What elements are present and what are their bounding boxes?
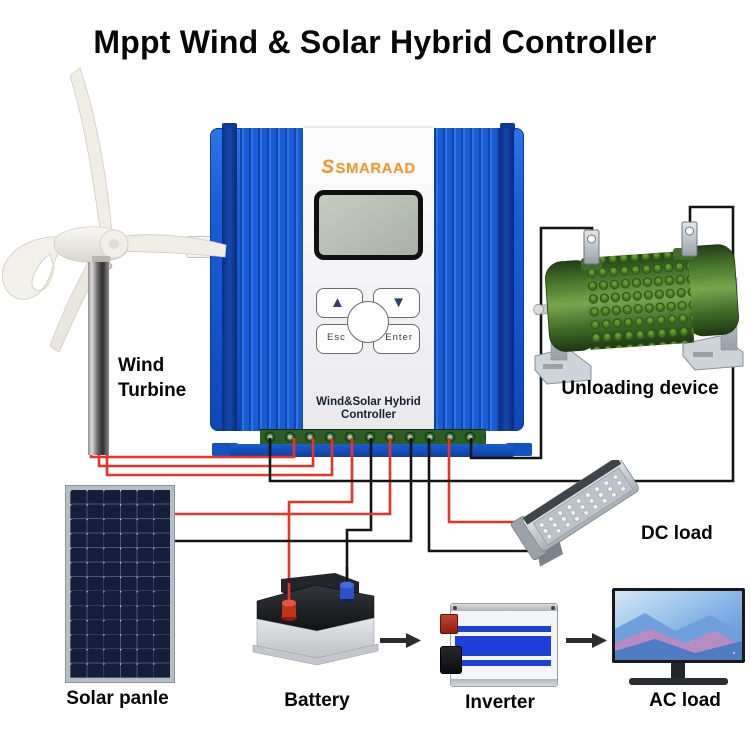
resistor-shaft-tip bbox=[533, 304, 544, 315]
controller-heatsink-ribs bbox=[434, 128, 499, 431]
monitor-screen bbox=[612, 588, 745, 663]
battery-negative-cap bbox=[340, 581, 354, 589]
street-light-illustration bbox=[510, 460, 639, 567]
battery-positive-cap bbox=[282, 599, 296, 607]
inverter-negative-terminal bbox=[440, 646, 462, 674]
ac-load-label: AC load bbox=[649, 690, 721, 711]
unloading-device-label: Unloading device bbox=[561, 378, 719, 399]
street-light-bracket bbox=[538, 541, 563, 567]
inverter-screw bbox=[551, 606, 555, 610]
wire-solar-negative bbox=[165, 438, 413, 543]
up-arrow-icon: ▲ bbox=[330, 294, 345, 311]
controller-top-tab bbox=[500, 123, 515, 131]
brand-logo: SSMARAAD bbox=[321, 157, 416, 178]
battery-negative-terminal bbox=[340, 585, 354, 599]
brand-s-icon: S bbox=[321, 157, 335, 178]
dc-load-label: DC load bbox=[641, 523, 713, 544]
wire-battery-negative bbox=[345, 438, 373, 600]
monitor-wallpaper bbox=[615, 591, 742, 660]
inverter-positive-terminal bbox=[440, 614, 458, 634]
monitor-base bbox=[629, 678, 728, 685]
street-light-top-stripe bbox=[522, 460, 622, 525]
down-arrow-icon: ▼ bbox=[391, 294, 406, 311]
controller-face-panel: SSMARAAD ▲ ▼ Esc Enter Wind&Solar Hybrid… bbox=[303, 128, 434, 431]
inverter-stripe bbox=[455, 626, 551, 632]
turbine-tail-fin bbox=[1, 236, 65, 300]
controller-heatsink-ribs bbox=[240, 128, 303, 431]
battery-base bbox=[252, 643, 379, 666]
controller-top-tab bbox=[222, 123, 237, 131]
inverter-screw bbox=[453, 680, 457, 684]
inverter-stripe bbox=[455, 636, 551, 656]
page-title: Mppt Wind & Solar Hybrid Controller bbox=[93, 24, 657, 60]
solar-panel bbox=[66, 486, 174, 682]
turbine-nose bbox=[109, 239, 119, 249]
wire-wind-phase3 bbox=[105, 438, 334, 477]
turbine-blade-upper bbox=[69, 67, 113, 237]
wallpaper-ridge-front bbox=[615, 639, 742, 660]
wire-solar-positive bbox=[165, 438, 392, 516]
inverter-screw bbox=[551, 680, 555, 684]
street-light-head bbox=[510, 460, 639, 567]
monitor-stand bbox=[671, 663, 685, 679]
turbine-blade-right bbox=[111, 234, 227, 258]
foot-slot-left bbox=[543, 364, 563, 369]
wire-battery-positive bbox=[287, 438, 354, 610]
wire-wind-phase2 bbox=[97, 438, 315, 468]
button-cluster: ▲ ▼ Esc Enter bbox=[316, 288, 420, 354]
inverter-illustration bbox=[440, 600, 562, 688]
battery-illustration bbox=[252, 567, 379, 666]
unloading-device-illustration bbox=[533, 221, 744, 385]
controller-side-stripe bbox=[222, 128, 237, 431]
lcd-screen bbox=[314, 190, 423, 260]
controller-side-stripe bbox=[499, 128, 514, 431]
terminal-hole-right bbox=[685, 226, 694, 236]
hybrid-controller: SSMARAAD ▲ ▼ Esc Enter Wind&Solar Hybrid… bbox=[210, 123, 524, 431]
solar-panel-label: Solar panle bbox=[66, 688, 169, 709]
inverter-stripe bbox=[455, 660, 551, 666]
monitor-power-led bbox=[733, 652, 735, 654]
controller-face-label: Wind&Solar Hybrid Controller bbox=[316, 396, 421, 421]
inverter-screw bbox=[453, 606, 457, 610]
battery-label: Battery bbox=[284, 690, 350, 711]
inverter-label: Inverter bbox=[465, 692, 535, 713]
resistor-cylinder bbox=[533, 244, 739, 352]
led-grid bbox=[539, 474, 626, 540]
wind-turbine-illustration bbox=[1, 67, 227, 455]
turbine-pole bbox=[88, 262, 109, 455]
foot-slot-right bbox=[693, 352, 713, 357]
arrow-battery-to-inverter-icon bbox=[380, 633, 421, 648]
arrow-inverter-to-acload-icon bbox=[566, 633, 607, 648]
resistor-knob-texture bbox=[584, 250, 695, 350]
battery-positive-terminal bbox=[282, 603, 296, 617]
wire-dcload-negative bbox=[427, 438, 560, 553]
center-dial bbox=[347, 301, 389, 343]
wind-turbine-label: Wind Turbine bbox=[118, 355, 187, 401]
inverter-case bbox=[450, 603, 558, 687]
terminal-hole-left bbox=[587, 234, 596, 244]
